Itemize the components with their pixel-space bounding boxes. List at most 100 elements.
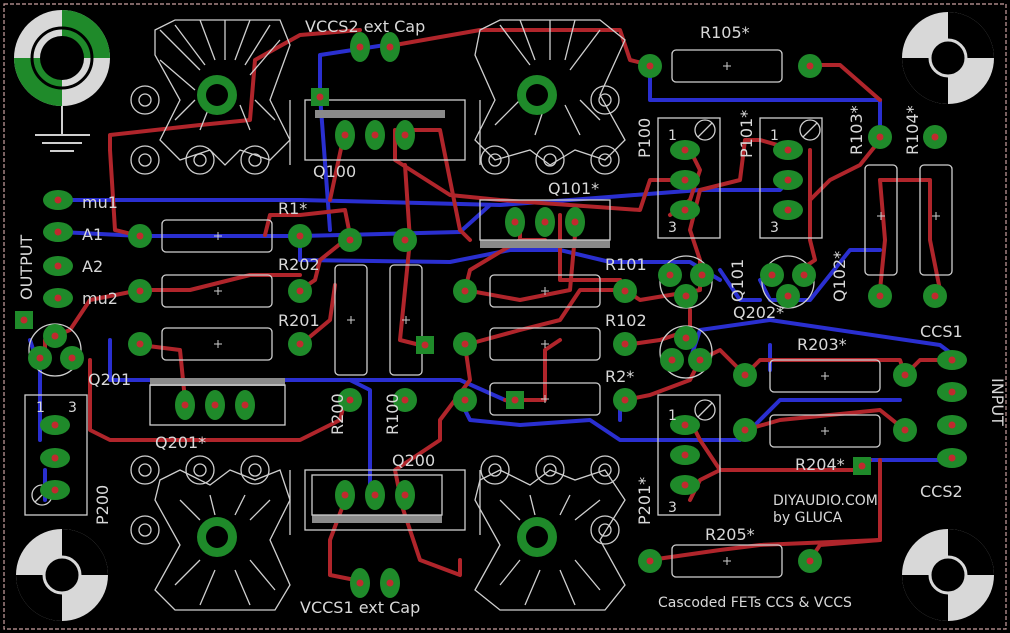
label-q101: Q101 (728, 259, 747, 302)
label-q101s: Q101* (548, 179, 599, 198)
label-ccs1: CCS1 (920, 322, 963, 341)
label-vccs1: VCCS1 ext Cap (300, 598, 420, 617)
pad-drill (296, 287, 304, 295)
pad-drill (36, 354, 44, 362)
pad-drill (356, 43, 364, 51)
label-r104: R104* (903, 105, 922, 155)
pad-drill (421, 341, 429, 349)
heatsink-mount-pads (197, 75, 557, 557)
pad-drill (341, 131, 349, 139)
label-r204: R204* (795, 455, 845, 474)
label-p201: P201* (635, 477, 654, 525)
pad-drill (931, 292, 939, 300)
label-r205: R205* (705, 525, 755, 544)
pad-drill (784, 292, 792, 300)
pad-drill (401, 131, 409, 139)
pad-drill (211, 401, 219, 409)
label-output: OUTPUT (17, 235, 36, 300)
pad-drill (696, 356, 704, 364)
pad-drill (20, 316, 28, 324)
pad-drill (646, 62, 654, 70)
pad-drill (948, 454, 956, 462)
q100-plate (304, 99, 466, 161)
pad-drill (681, 421, 689, 429)
q200-plate (304, 469, 466, 531)
label-q100: Q100 (313, 162, 356, 181)
pad-drill (646, 557, 654, 565)
label-vccs2: VCCS2 ext Cap (305, 17, 425, 36)
pad-drill (621, 287, 629, 295)
pad-drill (741, 426, 749, 434)
pad-drill (876, 292, 884, 300)
pad-drill (136, 232, 144, 240)
pad-drill (621, 340, 629, 348)
label-title: Cascoded FETs CCS & VCCS (658, 595, 852, 611)
pad-drill (682, 334, 690, 342)
pad-drill (948, 388, 956, 396)
p101-pin3: 3 (770, 220, 779, 236)
label-r103: R103* (847, 105, 866, 155)
pad-drill (681, 176, 689, 184)
p201-pin1: 1 (668, 408, 677, 424)
pad-drill (341, 491, 349, 499)
pad-drill (54, 294, 62, 302)
pad-drill (371, 131, 379, 139)
pad-drill (931, 133, 939, 141)
label-r2: R2* (605, 367, 634, 386)
pad-drill (901, 426, 909, 434)
pad-drill (136, 340, 144, 348)
label-p100: P100 (635, 118, 654, 158)
label-a2: A2 (82, 257, 103, 276)
pad-drill (51, 486, 59, 494)
label-r100: R100 (383, 393, 402, 435)
pad-drill (51, 421, 59, 429)
pad-drill (668, 356, 676, 364)
pad-drill (511, 218, 519, 226)
trimmers (24, 117, 823, 516)
label-mu2: mu2 (82, 289, 118, 308)
board-outline (3, 3, 1007, 630)
label-mu1: mu1 (82, 193, 118, 212)
pad-drill (806, 62, 814, 70)
p200-pin1: 1 (36, 400, 45, 416)
pad-drill (401, 491, 409, 499)
pad-drill (784, 176, 792, 184)
p201-pin3: 3 (668, 500, 677, 516)
pad-drill (386, 43, 394, 51)
label-credit1: DIYAUDIO.COM (773, 493, 878, 509)
pad-drill (681, 146, 689, 154)
pad-drill (511, 396, 519, 404)
label-a1: A1 (82, 225, 103, 244)
pad-drill (681, 451, 689, 459)
label-r202: R202 (278, 255, 320, 274)
to220-packages (149, 110, 611, 523)
pad-drill (401, 236, 409, 244)
pad-drill (316, 93, 324, 101)
label-ccs2: CCS2 (920, 482, 963, 501)
pad-drill (784, 206, 792, 214)
label-input: INPUT (988, 378, 1007, 426)
p200-pin3: 3 (68, 400, 77, 416)
pad-drill (54, 228, 62, 236)
pad-drill (54, 262, 62, 270)
label-q201: Q201 (88, 370, 131, 389)
pad-drill (461, 396, 469, 404)
heatsink-top-right (474, 19, 626, 166)
label-r105: R105* (700, 23, 750, 42)
label-r102: R102 (605, 311, 647, 330)
pad-drill (371, 491, 379, 499)
pad-drill (621, 396, 629, 404)
mount-hole-bottom-left (16, 529, 108, 621)
component-pads (15, 32, 967, 598)
label-credit2: by GLUCA (773, 510, 843, 526)
pad-drill (681, 206, 689, 214)
pad-drill (401, 396, 409, 404)
pad-drill (666, 271, 674, 279)
mount-hole-bottom-right (902, 529, 994, 621)
pad-drill (948, 421, 956, 429)
pad-drill (541, 218, 549, 226)
label-p101: P101* (737, 110, 756, 158)
pad-drill (51, 454, 59, 462)
pad-drill (296, 232, 304, 240)
